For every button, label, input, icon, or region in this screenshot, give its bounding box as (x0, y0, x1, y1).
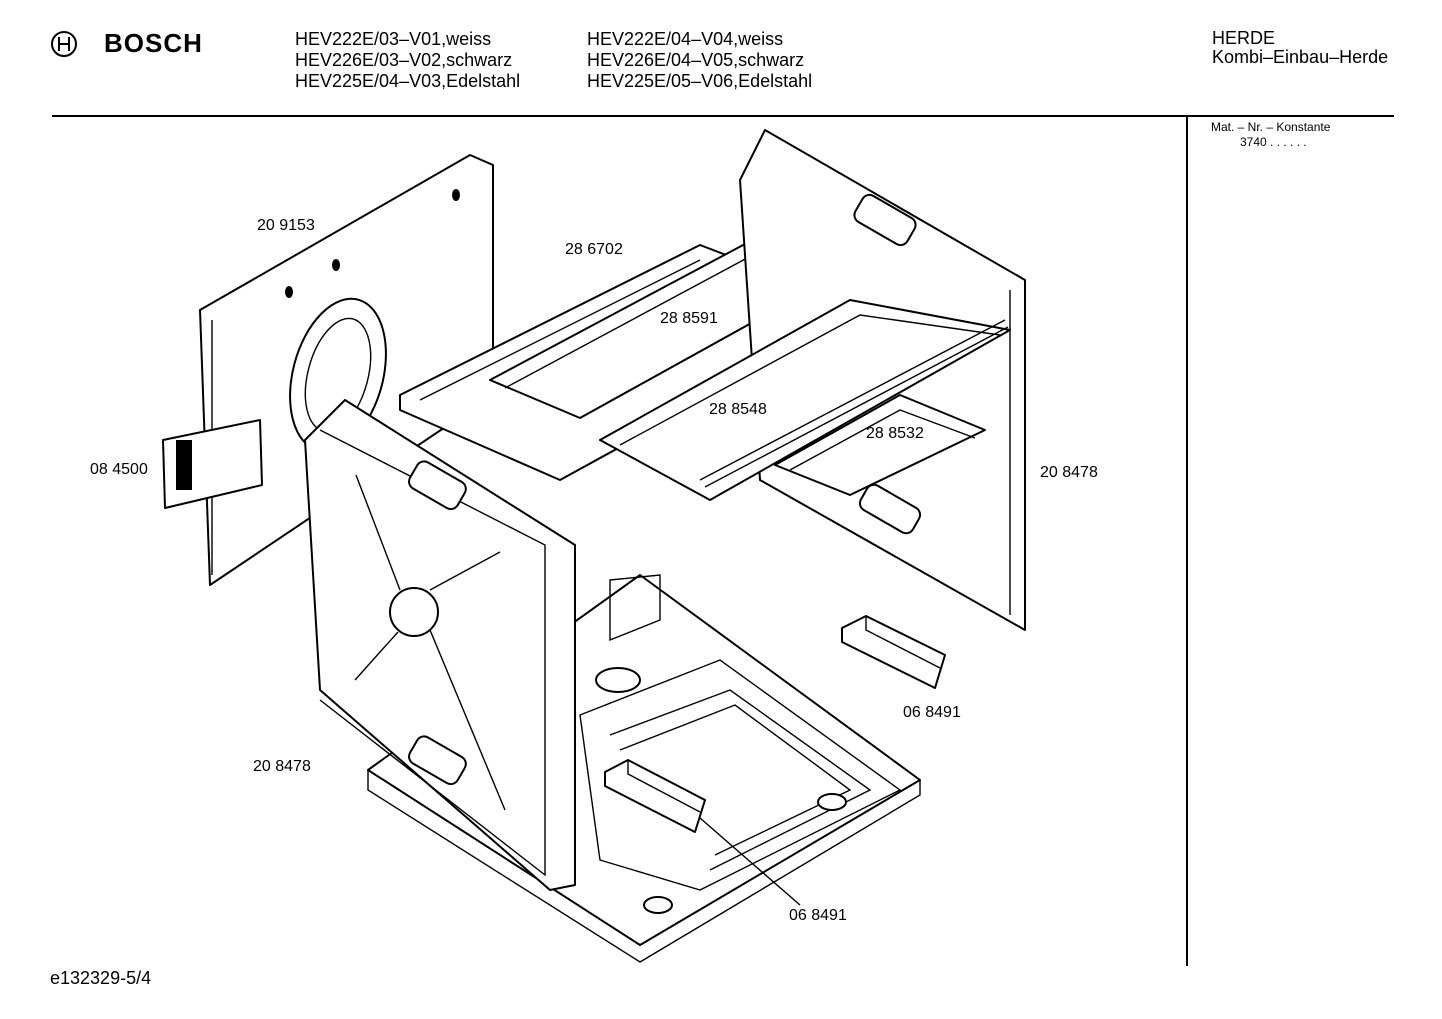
hinge-068491-bottom (604, 759, 706, 833)
left-side-wall-208478 (304, 399, 576, 891)
model-entry: HEV222E/04–V04,weiss (587, 29, 784, 49)
part-label-209153: 20 9153 (257, 217, 315, 234)
material-number-label: Mat. – Nr. – Konstante (1211, 120, 1331, 134)
part-label-288591: 28 8591 (660, 310, 718, 327)
part-label-208478-left: 20 8478 (253, 758, 311, 775)
part-label-288548: 28 8548 (709, 401, 767, 418)
material-number-value: 3740 . . . . . . (1240, 135, 1307, 149)
brand-name: BOSCH (104, 28, 203, 58)
tray-288548 (599, 299, 1011, 501)
header-divider (52, 115, 1394, 117)
document-id: e132329-5/4 (50, 968, 152, 988)
model-list-2: HEV222E/04–V04,weiss HEV226E/04–V05,schw… (587, 29, 812, 92)
part-label-068491-bottom: 06 8491 (789, 907, 847, 924)
hinge-068491-top (841, 615, 946, 689)
part-label-084500: 08 4500 (90, 461, 148, 478)
part-label-208478-right: 20 8478 (1040, 464, 1098, 481)
rack-288532 (774, 394, 986, 496)
model-entry: HEV225E/05–V06,Edelstahl (587, 71, 813, 91)
model-entry: HEV225E/04–V03,Edelstahl (295, 71, 521, 91)
category-subtitle: Kombi–Einbau–Herde (1212, 47, 1389, 67)
category-block: HERDE Kombi–Einbau–Herde (1212, 29, 1388, 67)
bosch-logo-icon (51, 31, 77, 57)
material-number-block: Mat. – Nr. – Konstante 3740 . . . . . . (1211, 120, 1330, 150)
part-label-068491-top: 06 8491 (903, 704, 961, 721)
model-entry: HEV226E/03–V02,schwarz (295, 50, 513, 70)
side-divider (1186, 116, 1188, 966)
category-title: HERDE (1212, 28, 1276, 48)
model-list-1: HEV222E/03–V01,weiss HEV226E/03–V02,schw… (295, 29, 520, 92)
control-module-084500 (162, 419, 263, 509)
part-label-288532: 28 8532 (866, 425, 924, 442)
model-entry: HEV222E/03–V01,weiss (295, 29, 492, 49)
part-label-286702: 28 6702 (565, 241, 623, 258)
model-entry: HEV226E/04–V05,schwarz (587, 50, 805, 70)
